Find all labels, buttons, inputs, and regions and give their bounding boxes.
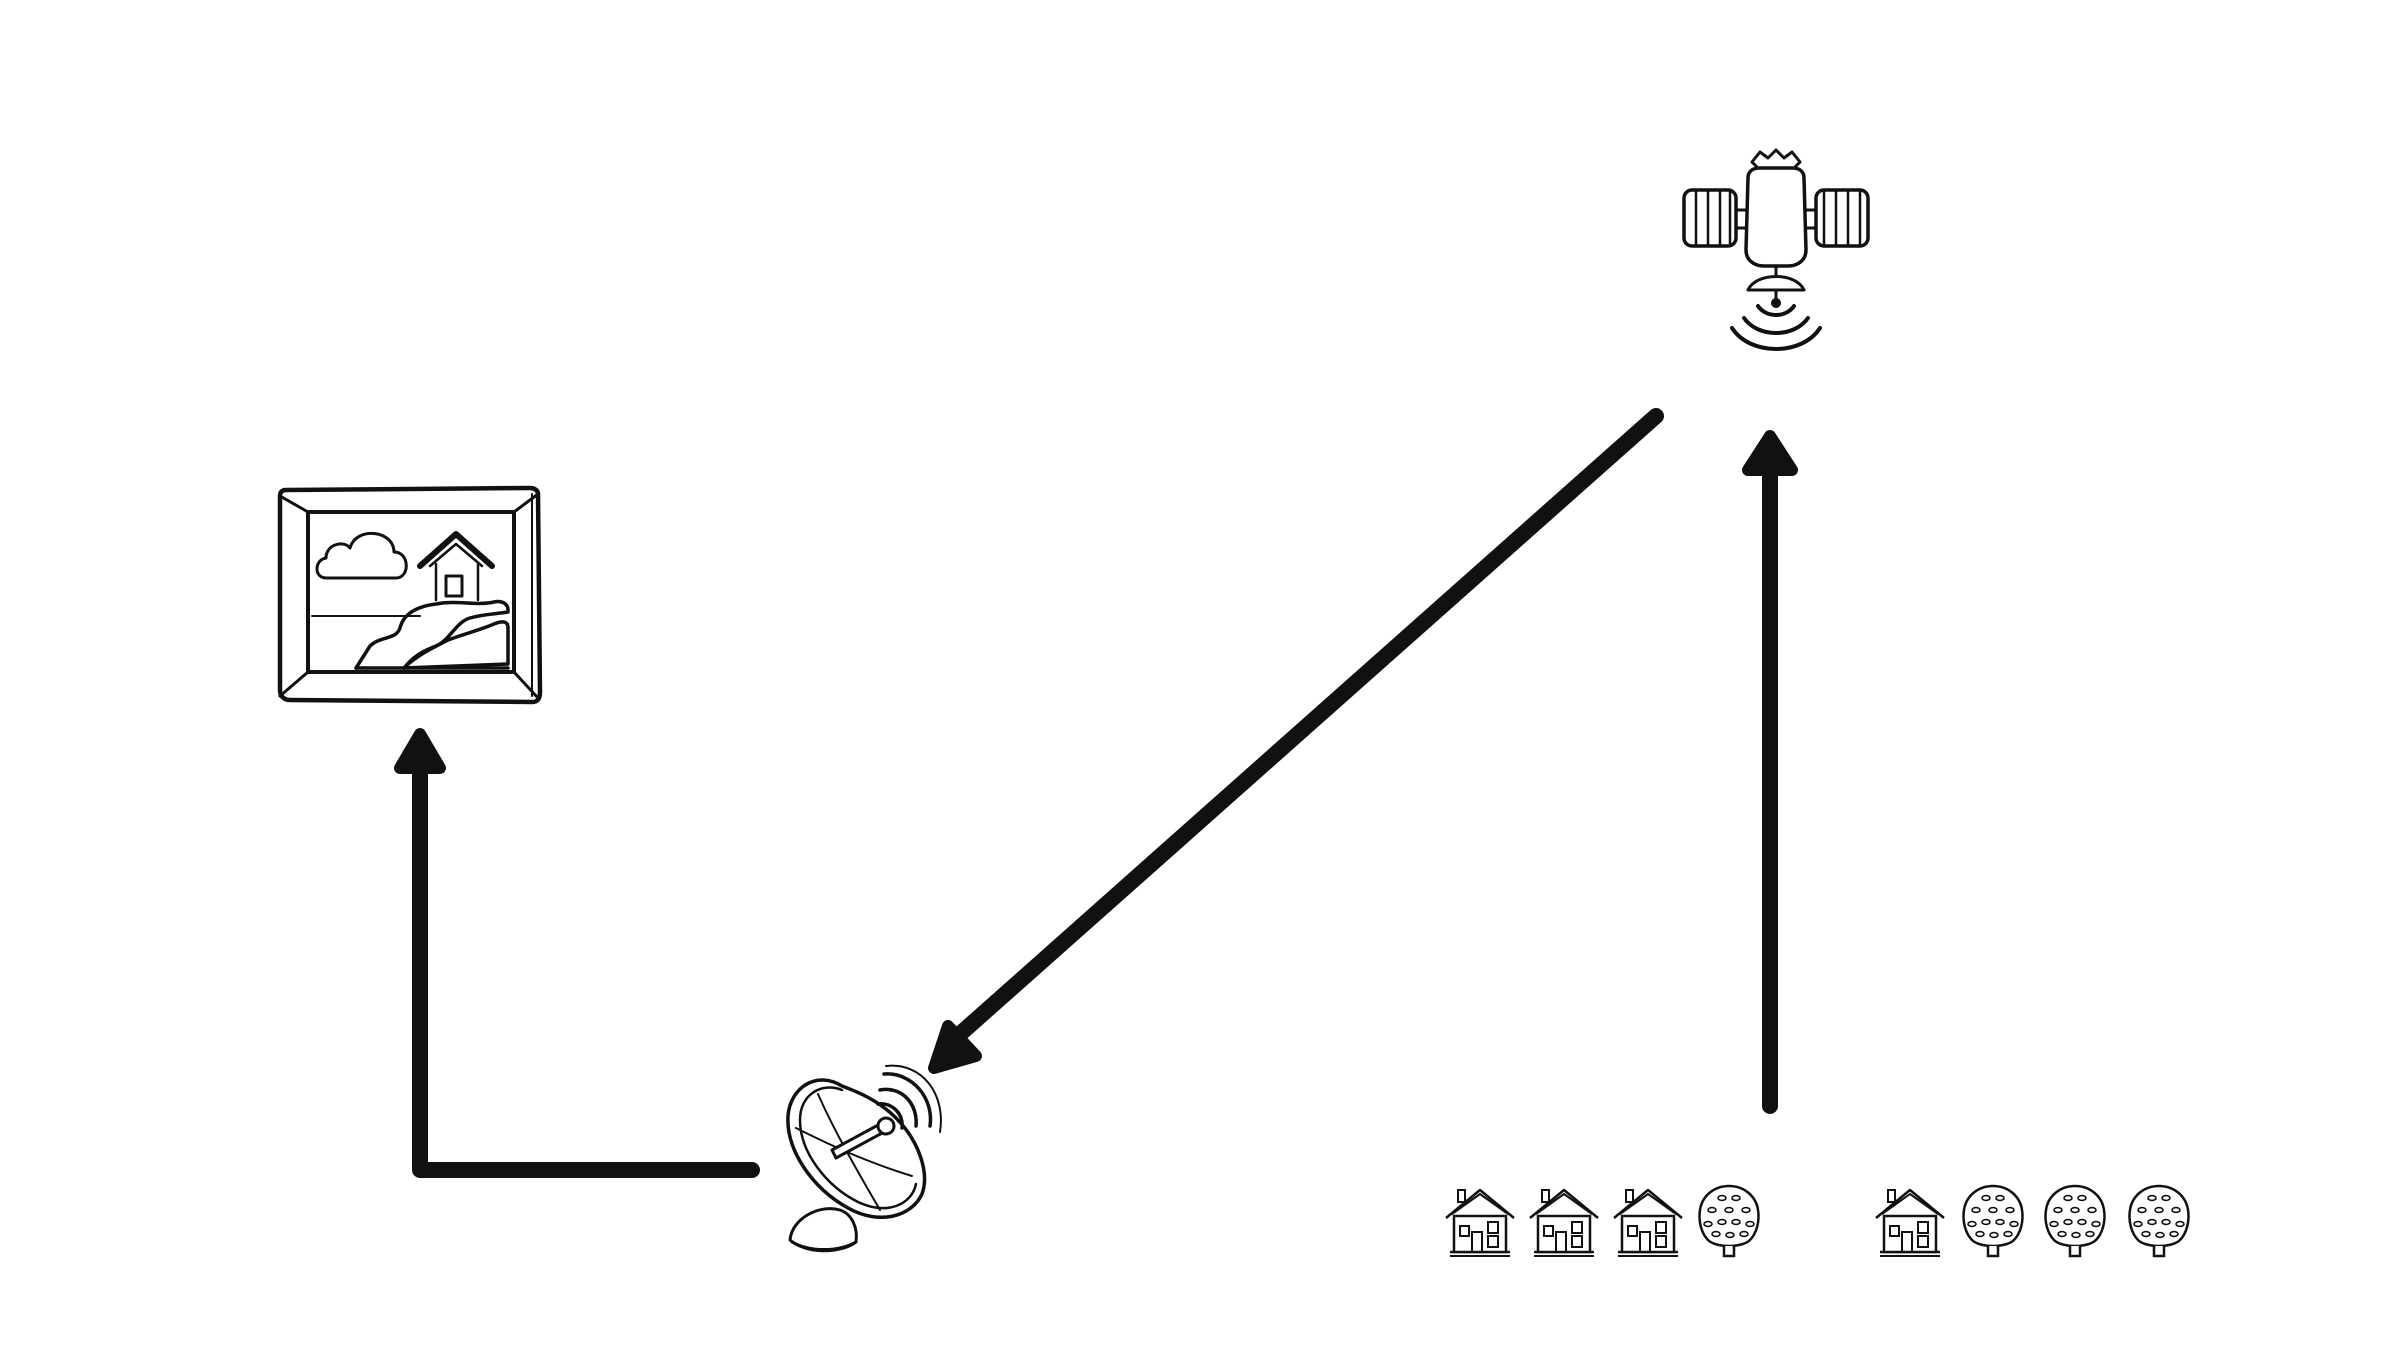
tree-icon [2044, 1184, 2106, 1258]
arrow-satellite-to-station [928, 408, 1664, 1074]
house-icon [1528, 1188, 1600, 1258]
ground-scene-b [1874, 1184, 2190, 1258]
tree-icon [1698, 1184, 1760, 1258]
ground-scene-a [1444, 1184, 1760, 1258]
picture-frame-icon [277, 485, 543, 705]
house-icon [1444, 1188, 1516, 1258]
tree-icon [2128, 1184, 2190, 1258]
arrow-ground-to-satellite [1742, 430, 1798, 1114]
satellite-dish-icon [786, 1064, 942, 1253]
satellite-icon [1682, 148, 1870, 351]
arrow-station-to-frame [394, 728, 760, 1178]
house-icon [1874, 1188, 1946, 1258]
tree-icon [1962, 1184, 2024, 1258]
house-icon [1612, 1188, 1684, 1258]
